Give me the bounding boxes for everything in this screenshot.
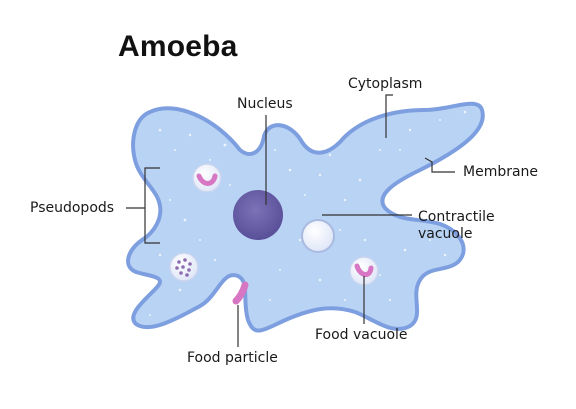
contractile-vacuole bbox=[301, 219, 335, 253]
label-contractile-vacuole-line1: Contractile bbox=[418, 209, 495, 225]
label-food-vacuole: Food vacuole bbox=[315, 327, 408, 343]
label-nucleus: Nucleus bbox=[237, 96, 293, 112]
cell-membrane bbox=[126, 101, 485, 333]
food-particle-in-vacuole-upper bbox=[196, 173, 218, 186]
leader-lines bbox=[126, 94, 455, 347]
label-membrane: Membrane bbox=[463, 164, 539, 180]
digest-vacuole-dots bbox=[175, 258, 192, 277]
cytoplasm-speckles bbox=[149, 110, 467, 316]
pseudopods-bracket bbox=[144, 167, 160, 244]
food-vacuole-upper bbox=[192, 163, 222, 193]
label-pseudopods: Pseudopods bbox=[30, 200, 115, 216]
food-particle-in-vacuole bbox=[354, 263, 374, 277]
cytoplasm-leader bbox=[385, 94, 393, 138]
membrane-leader bbox=[424, 157, 455, 173]
label-contractile-vacuole-line2: vacuole bbox=[418, 226, 473, 242]
page-title: Amoeba bbox=[118, 30, 238, 63]
label-cytoplasm: Cytoplasm bbox=[348, 76, 423, 92]
label-food-particle: Food particle bbox=[187, 350, 278, 366]
food-particle bbox=[232, 281, 249, 305]
nucleus bbox=[233, 190, 283, 240]
